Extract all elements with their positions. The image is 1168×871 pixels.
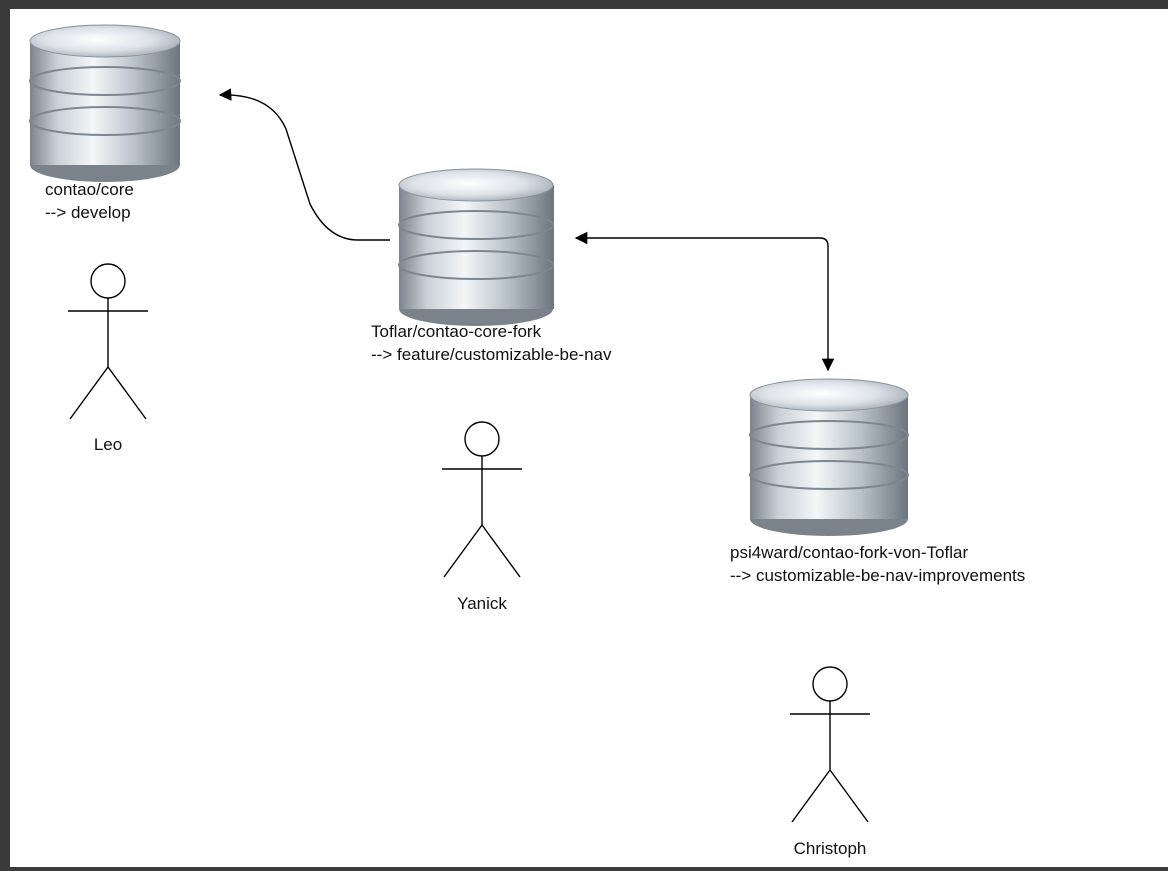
repo-label-name: Toflar/contao-core-fork (371, 322, 542, 341)
stick-figure-icon (68, 263, 148, 420)
diagram-svg (29, 24, 909, 823)
actor-label: Yanick (457, 594, 507, 613)
repo-label-branch: --> customizable-be-nav-improvements (730, 566, 1026, 585)
diagram-canvas: contao/core --> develop Toflar/contao-co… (10, 9, 1168, 867)
stick-figure-icon (442, 421, 522, 578)
database-icon (398, 168, 554, 326)
repo-label-name: contao/core (45, 180, 134, 199)
connector-fork-to-psi4ward (574, 231, 835, 372)
actor-label: Leo (93, 435, 123, 454)
connector-fork-to-core (218, 88, 390, 241)
repo-label-name: psi4ward/contao-fork-von-Toflar (730, 543, 969, 562)
stick-figure-icon (790, 666, 870, 823)
repo-label-branch: --> feature/customizable-be-nav (371, 345, 612, 364)
repo-label-branch: --> develop (45, 203, 131, 222)
database-icon (749, 378, 909, 536)
database-icon (29, 24, 181, 182)
actor-label: Christoph (793, 839, 867, 858)
